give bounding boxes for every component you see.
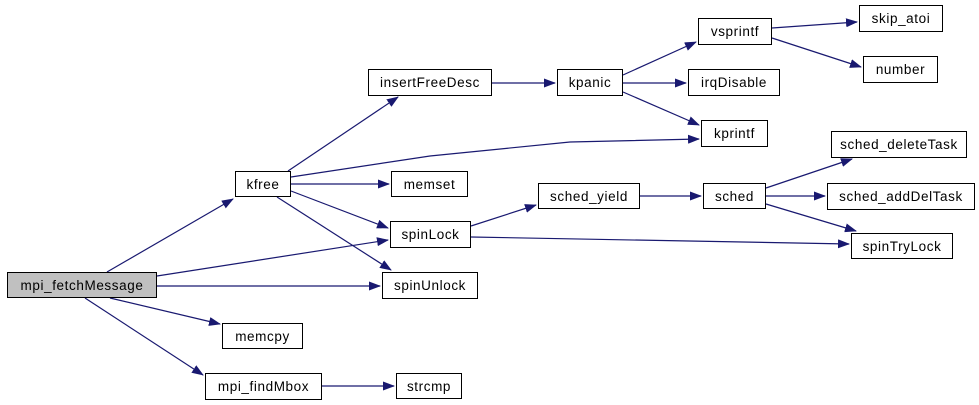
node-label: number	[875, 62, 926, 77]
node-spinTryLock[interactable]: spinTryLock	[851, 233, 953, 259]
node-label: sched_yield	[550, 188, 628, 204]
node-label: irqDisable	[700, 75, 768, 90]
node-label: vsprintf	[710, 24, 760, 39]
edge-mpi_fetchMessage-to-spinLock	[156, 237, 389, 277]
node-kfree[interactable]: kfree	[235, 171, 291, 197]
edge-mpi_fetchMessage-to-memcpy	[109, 297, 221, 326]
edge-kfree-to-spinUnlock	[276, 196, 392, 271]
node-label: spinLock	[401, 227, 460, 242]
edge-vsprintf-to-skip_atoi	[771, 18, 858, 29]
node-mpi_fetchMessage[interactable]: mpi_fetchMessage	[7, 272, 157, 298]
node-spinLock[interactable]: spinLock	[390, 221, 471, 248]
edge-vsprintf-to-number	[771, 37, 862, 68]
edge-spinLock-to-sched_yield	[470, 204, 537, 227]
node-label: mpi_findMbox	[217, 379, 310, 394]
edge-kfree-to-insertFreeDesc	[287, 96, 399, 172]
node-memset[interactable]: memset	[391, 171, 468, 197]
node-label: memset	[403, 176, 456, 192]
node-label: spinTryLock	[862, 238, 942, 254]
node-label: memcpy	[235, 328, 290, 344]
node-sched[interactable]: sched	[703, 183, 766, 209]
node-label: sched	[714, 188, 755, 204]
node-irqDisable[interactable]: irqDisable	[688, 69, 780, 96]
node-label: sched_deleteTask	[840, 137, 958, 152]
node-sched_yield[interactable]: sched_yield	[538, 183, 640, 209]
node-skip_atoi[interactable]: skip_atoi	[859, 5, 943, 32]
node-label: skip_atoi	[871, 11, 931, 26]
node-label: sched_addDelTask	[839, 189, 963, 204]
node-memcpy[interactable]: memcpy	[222, 323, 303, 349]
edge-kfree-to-kprintf	[290, 134, 700, 178]
node-label: kfree	[246, 176, 280, 192]
edge-kpanic-to-kprintf	[622, 91, 700, 126]
node-label: kpanic	[568, 75, 612, 90]
edge-sched-to-sched_deleteTask	[765, 158, 853, 189]
node-vsprintf[interactable]: vsprintf	[698, 18, 772, 45]
node-label: kprintf	[714, 126, 755, 141]
node-mpi_findMbox[interactable]: mpi_findMbox	[205, 373, 322, 400]
node-label: strcmp	[406, 378, 452, 394]
node-spinUnlock[interactable]: spinUnlock	[382, 272, 478, 299]
edge-sched-to-spinTryLock	[765, 203, 857, 233]
node-label: mpi_fetchMessage	[20, 277, 144, 293]
node-kpanic[interactable]: kpanic	[557, 69, 623, 96]
edge-mpi_fetchMessage-to-mpi_findMbox	[84, 297, 204, 376]
node-sched_deleteTask[interactable]: sched_deleteTask	[831, 131, 967, 158]
node-strcmp[interactable]: strcmp	[396, 373, 462, 399]
node-kprintf[interactable]: kprintf	[701, 120, 768, 147]
edge-mpi_fetchMessage-to-kfree	[106, 198, 234, 273]
edge-spinLock-to-spinTryLock	[470, 236, 850, 249]
node-sched_addDelTask[interactable]: sched_addDelTask	[827, 183, 975, 210]
node-label: spinUnlock	[393, 278, 467, 293]
node-label: insertFreeDesc	[380, 75, 480, 90]
node-number[interactable]: number	[863, 56, 938, 83]
edge-kpanic-to-vsprintf	[622, 41, 697, 76]
edge-kfree-to-spinLock	[290, 190, 389, 229]
node-insertFreeDesc[interactable]: insertFreeDesc	[368, 69, 492, 96]
